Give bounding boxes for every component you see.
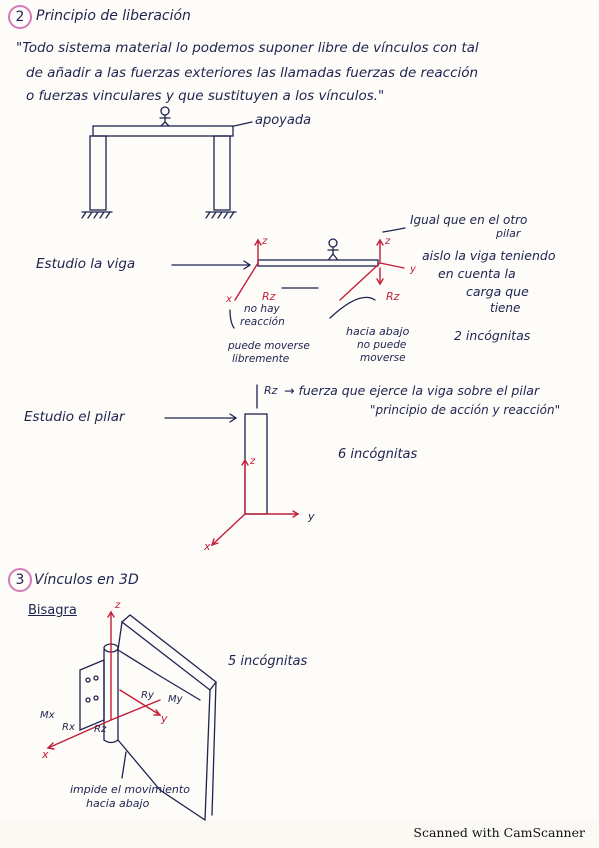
hacia-abajo-line-1: hacia abajo: [346, 325, 410, 338]
axis-z-pillar: z: [250, 456, 256, 467]
axis-z-beam-left: z: [262, 236, 268, 247]
hinge-axes: [46, 610, 162, 750]
quote-line-2: de añadir a las fuerzas exteriores las l…: [26, 65, 479, 81]
no-hay-line-1: no hay: [244, 303, 280, 315]
rz-label-hinge: Rz: [94, 724, 107, 735]
igual-note-line-1: Igual que en el otro: [410, 213, 528, 227]
section-number-badge: 2: [8, 5, 32, 29]
rz-label-left: Rz: [262, 290, 276, 303]
incognitas-2: 2 incógnitas: [454, 328, 531, 343]
hinge-sketch: [79, 614, 217, 821]
hacia-abajo-line-3: moverse: [360, 352, 406, 364]
axis-x-beam: x: [226, 294, 232, 305]
puede-line-1: puede moverse: [228, 340, 310, 352]
pillar-sketch: [164, 384, 268, 515]
incognitas-5: 5 incógnitas: [228, 654, 308, 669]
axis-y-hinge: y: [161, 712, 168, 725]
notebook-page: [0, 0, 599, 820]
rx-label: Rx: [62, 722, 75, 733]
axis-y-beam: y: [410, 264, 416, 275]
estudio-pilar-label: Estudio el pilar: [24, 409, 125, 425]
section-title: Principio de liberación: [36, 8, 191, 24]
rz-label-right: Rz: [386, 290, 400, 303]
hacia-abajo-line-2: no puede: [357, 339, 407, 351]
aislo-note-line-1: aislo la viga teniendo: [422, 248, 556, 263]
puede-line-2: libremente: [232, 353, 290, 365]
axis-x-pillar: x: [204, 540, 211, 553]
beam-axes: [234, 238, 405, 301]
pillar-axes: [210, 458, 300, 547]
rz-top-label: Rz: [264, 384, 278, 397]
axis-z-beam-right: z: [385, 236, 391, 247]
apoyada-label: apoyada: [255, 113, 312, 128]
axis-z-hinge: z: [115, 600, 121, 611]
my-label: My: [168, 694, 183, 705]
fuerza-line-2: "principio de acción y reacción": [370, 403, 561, 417]
axis-y-pillar: y: [308, 510, 315, 523]
fuerza-line-1: → fuerza que ejerce la viga sobre el pil…: [284, 383, 540, 398]
estudio-viga-label: Estudio la viga: [36, 256, 136, 272]
quote-line-1: "Todo sistema material lo podemos supone…: [16, 40, 479, 56]
section-3-title: Vínculos en 3D: [34, 572, 139, 588]
no-hay-line-2: reacción: [240, 316, 285, 328]
impide-line-2: hacia abajo: [86, 797, 150, 810]
aislo-note-line-2: en cuenta la: [438, 266, 516, 281]
igual-note-line-2: pilar: [496, 227, 521, 240]
frame-structure-sketch: [81, 106, 253, 219]
mx-label: Mx: [40, 710, 55, 721]
quote-line-3: o fuerzas vinculares y que sustituyen a …: [26, 88, 385, 104]
aislo-note-line-4: tiene: [490, 301, 521, 315]
scanner-watermark: Scanned with CamScanner: [413, 825, 585, 840]
section-number-badge-3: 3: [8, 568, 32, 592]
ry-label: Ry: [141, 690, 154, 701]
impide-line-1: impide el movimiento: [70, 783, 190, 796]
incognitas-6: 6 incógnitas: [338, 447, 418, 462]
axis-x-hinge: x: [42, 748, 49, 761]
aislo-note-line-3: carga que: [466, 284, 529, 299]
beam-sketch: [171, 227, 406, 329]
bisagra-heading: Bisagra: [28, 603, 77, 618]
